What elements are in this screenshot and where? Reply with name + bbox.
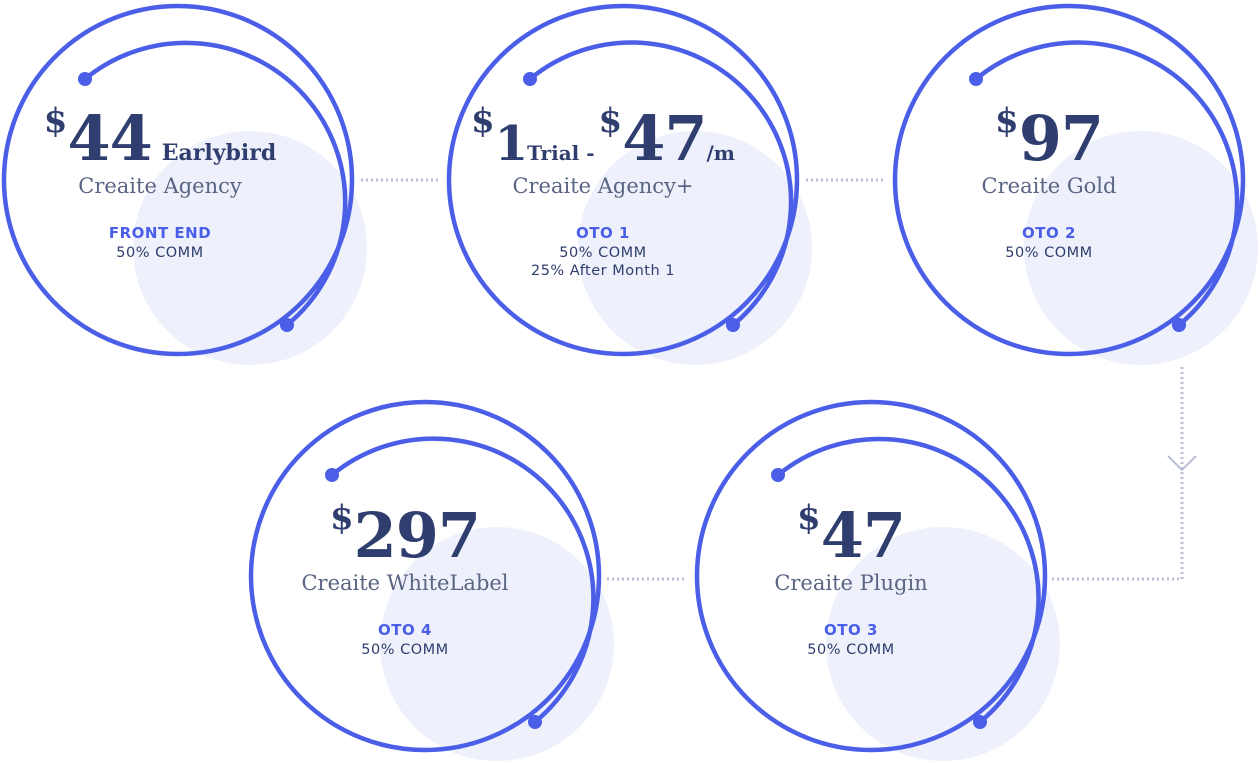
currency-symbol: $ xyxy=(797,498,821,538)
arc-start-dot-oto1 xyxy=(523,72,537,86)
outer-ring-oto2 xyxy=(892,3,1246,357)
arc-end-dot-oto1 xyxy=(726,318,740,332)
price-amount: 97 xyxy=(1018,102,1104,175)
price-amount: 297 xyxy=(353,499,481,572)
outer-ring-oto3 xyxy=(694,399,1048,753)
product-name: Creaite Agency+ xyxy=(512,174,694,198)
inner-arc-fe xyxy=(82,40,348,328)
product-name: Creaite Plugin xyxy=(774,571,928,595)
currency-symbol: $ xyxy=(471,101,495,141)
funnel-node-oto4: $297 Creaite WhiteLabel OTO 4 50% COMM xyxy=(225,501,585,658)
inner-arc-oto1 xyxy=(527,40,794,328)
commission-text-secondary: 25% After Month 1 xyxy=(530,263,676,279)
arc-start-dot-oto2 xyxy=(969,72,983,86)
arc-start-dot-fe xyxy=(78,72,92,86)
outer-ring-oto4 xyxy=(248,399,602,753)
product-name: Creaite Gold xyxy=(981,174,1117,198)
commission-text: 50% COMM xyxy=(116,245,204,261)
arc-end-dot-oto4 xyxy=(528,715,542,729)
price-amount: 47 xyxy=(820,499,906,572)
product-name: Creaite WhiteLabel xyxy=(301,571,509,595)
funnel-stage-label: OTO 4 xyxy=(378,621,432,639)
price-row: $97 xyxy=(869,104,1229,170)
price-amount: 44 xyxy=(67,102,152,175)
arrow-down-icon xyxy=(1167,455,1197,472)
commission-text: 50% COMM xyxy=(559,245,647,261)
product-name: Creaite Agency xyxy=(78,174,242,198)
currency-symbol: $ xyxy=(329,498,354,538)
commission-text: 50% COMM xyxy=(361,642,449,658)
price-row: $297 xyxy=(225,501,585,567)
funnel-stage-label: OTO 3 xyxy=(824,621,878,639)
commission-text: 50% COMM xyxy=(1005,245,1093,261)
commission-text: 50% COMM xyxy=(807,642,895,658)
currency-symbol: $ xyxy=(995,101,1019,141)
trial-price-amount: 1 xyxy=(494,116,528,172)
funnel-node-oto2: $97 Creaite Gold OTO 2 50% COMM xyxy=(869,104,1229,261)
connector-oto2-oto3 xyxy=(1052,367,1184,581)
arc-start-dot-oto3 xyxy=(771,468,785,482)
outer-ring-fe xyxy=(1,3,355,357)
currency-symbol: $ xyxy=(598,101,623,141)
price-amount: 47 xyxy=(622,102,707,175)
price-suffix: /m xyxy=(706,141,735,165)
inner-arc-oto4 xyxy=(329,436,596,725)
price-row: $1Trial -$47/m xyxy=(423,104,783,172)
funnel-stage-label: OTO 2 xyxy=(1022,224,1076,242)
price-suffix: Earlybird xyxy=(161,140,277,166)
arc-end-dot-oto2 xyxy=(1172,318,1186,332)
inner-arc-oto2 xyxy=(973,40,1240,328)
inner-arc-oto3 xyxy=(775,436,1041,725)
currency-symbol: $ xyxy=(43,101,68,141)
funnel-stage-label: OTO 1 xyxy=(576,224,630,242)
price-row: $47 xyxy=(671,501,1031,567)
funnel-node-oto3: $47 Creaite Plugin OTO 3 50% COMM xyxy=(671,501,1031,658)
arc-end-dot-fe xyxy=(280,318,294,332)
funnel-stage-label: FRONT END xyxy=(108,224,212,242)
trial-label: Trial - xyxy=(527,141,595,165)
arc-end-dot-oto3 xyxy=(973,715,987,729)
arc-start-dot-oto4 xyxy=(325,468,339,482)
funnel-node-oto1: $1Trial -$47/m Creaite Agency+ OTO 1 50%… xyxy=(423,104,783,279)
outer-ring-oto1 xyxy=(446,3,800,357)
